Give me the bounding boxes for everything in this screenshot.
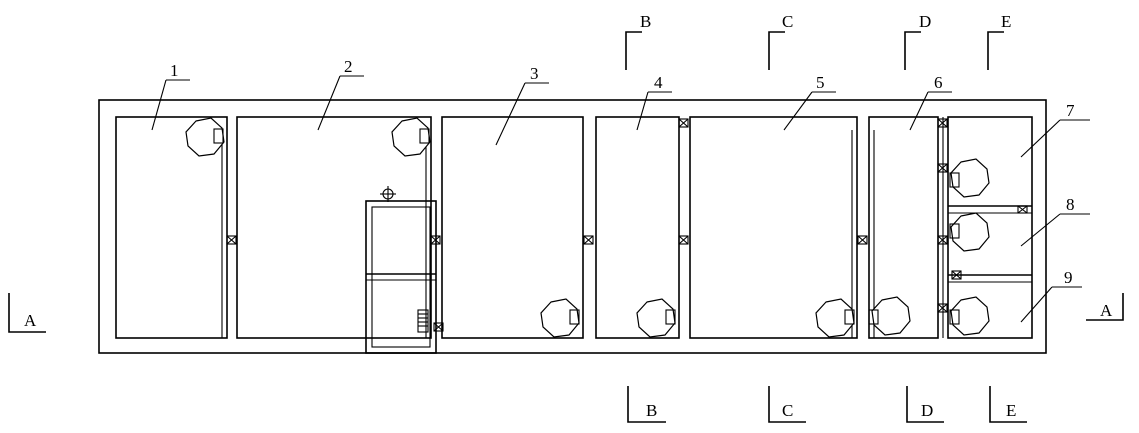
valve-icon xyxy=(433,322,444,332)
section-markers-A xyxy=(8,293,1124,333)
section-label-B-top: B xyxy=(640,12,651,31)
compartment-4 xyxy=(595,116,680,339)
pump-icon xyxy=(868,296,911,336)
valve-icon xyxy=(678,118,689,128)
room-label-4: 4 xyxy=(654,73,663,92)
pump-icon xyxy=(815,298,855,338)
valve-icon xyxy=(937,118,948,128)
section-label-C-bottom: C xyxy=(782,401,793,420)
room-label-3: 3 xyxy=(530,64,539,83)
valve-icon xyxy=(951,270,962,280)
tank-outline xyxy=(98,99,1047,354)
pump-icon xyxy=(185,117,225,157)
machine-block-outer xyxy=(365,200,437,354)
pump-icon xyxy=(949,158,990,198)
room-label-7: 7 xyxy=(1066,101,1075,120)
section-label-A-left: A xyxy=(24,311,37,330)
valve-icon xyxy=(226,235,237,245)
section-markers-top xyxy=(625,31,1004,70)
valve-icon xyxy=(937,163,948,173)
valves xyxy=(226,118,1028,332)
pump-icon xyxy=(540,298,580,338)
room-label-8: 8 xyxy=(1066,195,1075,214)
pump-icon xyxy=(949,296,990,336)
section-label-A-right: A xyxy=(1100,301,1113,320)
compartment-6 xyxy=(868,116,939,339)
section-label-E-bottom: E xyxy=(1006,401,1016,420)
section-markers-bottom xyxy=(627,386,1027,423)
section-label-C-top: C xyxy=(782,12,793,31)
room-label-5: 5 xyxy=(816,73,825,92)
section-label-B-bottom: B xyxy=(646,401,657,420)
section-label-E-top: E xyxy=(1001,12,1011,31)
room-label-6: 6 xyxy=(934,73,943,92)
compartment-1 xyxy=(115,116,228,339)
leaders xyxy=(151,75,1090,323)
valve-icon xyxy=(678,235,689,245)
pump-icon xyxy=(949,212,990,252)
compartment-7-9 xyxy=(947,116,1033,339)
valve-icon xyxy=(430,235,441,245)
machine-block-inner xyxy=(371,206,431,348)
valve-icon xyxy=(583,235,594,245)
compartment-2 xyxy=(236,116,432,339)
compartment-3 xyxy=(441,116,584,339)
valve-icon xyxy=(857,235,868,245)
room-label-2: 2 xyxy=(344,57,353,76)
valve-icon xyxy=(1017,205,1028,214)
grille-icon xyxy=(417,309,429,333)
fan-icon xyxy=(380,186,396,202)
pump-icon xyxy=(391,117,431,157)
compartment-5 xyxy=(689,116,858,339)
section-label-D-top: D xyxy=(919,12,931,31)
valve-icon xyxy=(937,235,948,245)
valve-icon xyxy=(937,303,948,313)
pump-icon xyxy=(636,298,676,338)
section-label-D-bottom: D xyxy=(921,401,933,420)
room-label-9: 9 xyxy=(1064,268,1073,287)
pumps xyxy=(185,117,990,338)
room-label-1: 1 xyxy=(170,61,179,80)
